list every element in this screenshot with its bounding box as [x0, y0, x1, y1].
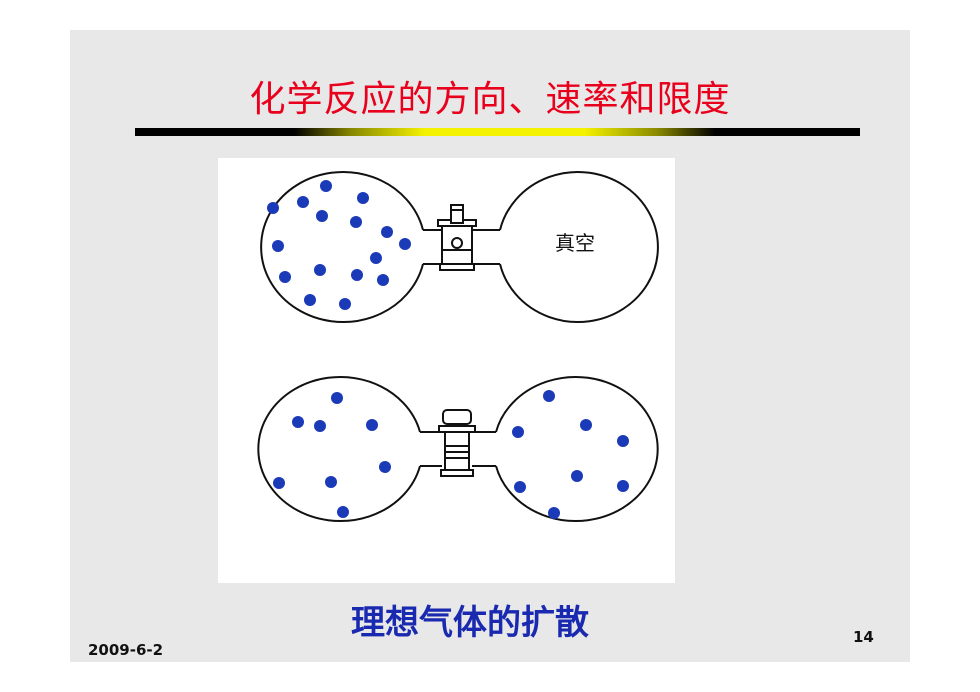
right-bulb-before: [499, 171, 659, 323]
slide-title: 化学反应的方向、速率和限度: [249, 79, 731, 120]
stopcock-closed: [437, 204, 477, 271]
molecule: [337, 506, 349, 518]
molecule: [267, 202, 279, 214]
left-bulb-after: [257, 376, 421, 522]
molecule: [292, 416, 304, 428]
page-number: 14: [853, 628, 874, 646]
molecule: [381, 226, 393, 238]
molecule: [580, 419, 592, 431]
molecule: [314, 420, 326, 432]
vacuum-label: 真空: [555, 231, 595, 255]
molecule: [272, 240, 284, 252]
apparatus-after: [257, 376, 659, 522]
molecule: [304, 294, 316, 306]
molecule: [377, 274, 389, 286]
molecule: [331, 392, 343, 404]
molecule: [617, 435, 629, 447]
molecule: [297, 196, 309, 208]
molecule: [571, 470, 583, 482]
molecule: [512, 426, 524, 438]
figure-caption: 理想气体的扩散: [351, 603, 589, 643]
apparatus-before: [260, 171, 659, 323]
molecule: [399, 238, 411, 250]
molecule: [543, 390, 555, 402]
molecule: [370, 252, 382, 264]
molecule: [316, 210, 328, 222]
molecule: [379, 461, 391, 473]
molecule: [350, 216, 362, 228]
molecule: [325, 476, 337, 488]
molecule: [548, 507, 560, 519]
molecule: [366, 419, 378, 431]
molecules-after: [273, 390, 629, 519]
title-underline: [135, 128, 860, 136]
left-bulb-before: [260, 171, 424, 323]
molecules-before: [267, 180, 411, 310]
molecule: [357, 192, 369, 204]
slide-date: 2009-6-2: [88, 641, 164, 659]
molecule: [279, 271, 291, 283]
molecule: [339, 298, 351, 310]
molecule: [617, 480, 629, 492]
molecule: [320, 180, 332, 192]
molecule: [273, 477, 285, 489]
molecule: [314, 264, 326, 276]
molecule: [514, 481, 526, 493]
stopcock-open: [438, 409, 476, 477]
molecule: [351, 269, 363, 281]
right-bulb-after: [495, 376, 659, 522]
